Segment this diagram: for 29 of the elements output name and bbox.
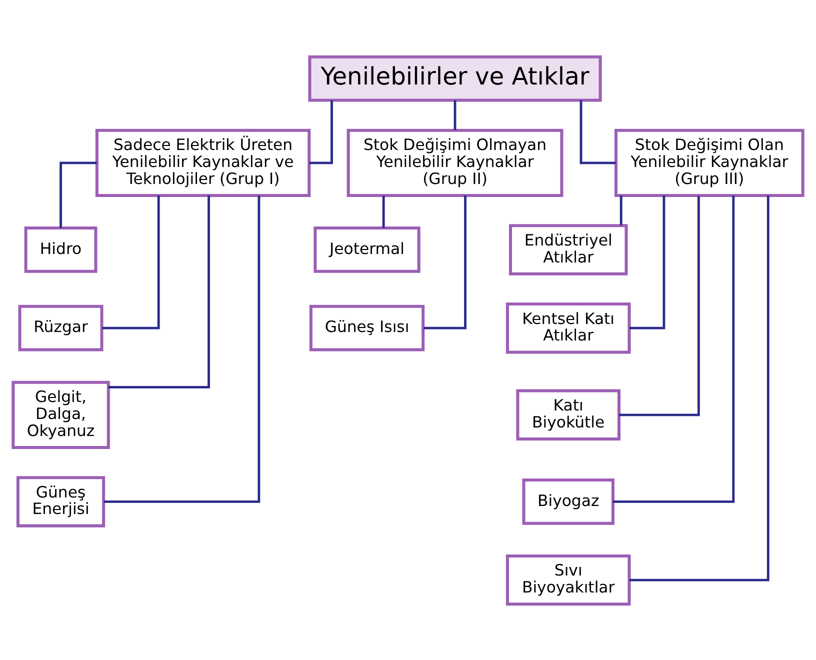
connector (620, 195, 622, 225)
connector (619, 195, 700, 416)
node-box: Biyogaz (522, 478, 614, 524)
connector (629, 195, 770, 581)
connector (454, 100, 456, 130)
connector (613, 195, 735, 502)
node-box: Güneş Isısı (309, 304, 425, 351)
node-box: Rüzgar (18, 304, 104, 351)
connector (102, 195, 160, 329)
connector (108, 195, 210, 388)
node-box: Endüstriyel Atıklar (508, 224, 628, 275)
node-box: Yenilebilirler ve Atıklar (308, 54, 602, 102)
node-box: Sıvı Biyoyakıtlar (506, 554, 631, 606)
node-box: Stok Değişimi Olan Yenilebilir Kaynaklar (Grup III) (614, 128, 804, 196)
node-box: Katı Biyokütle (516, 388, 620, 440)
node-box: Kentsel Katı Atıklar (506, 302, 631, 354)
node-box: Gelgit, Dalga, Okyanuz (12, 380, 110, 448)
node-box: Sadece Elektrik Üreten Yenilebilir Kaynaklar ve Teknolojiler (Grup I) (95, 128, 311, 196)
connector (580, 100, 616, 164)
node-box: Jeotermal (314, 226, 420, 272)
node-box: Güneş Enerjisi (16, 476, 106, 527)
connector (60, 161, 97, 228)
connector (309, 100, 333, 164)
connector (424, 195, 466, 329)
connector (382, 195, 385, 228)
connector (629, 195, 666, 329)
connector (104, 195, 260, 502)
node-box: Hidro (24, 226, 98, 272)
node-box: Stok Değişimi Olmayan Yenilebilir Kaynaklar (Grup II) (346, 128, 564, 196)
